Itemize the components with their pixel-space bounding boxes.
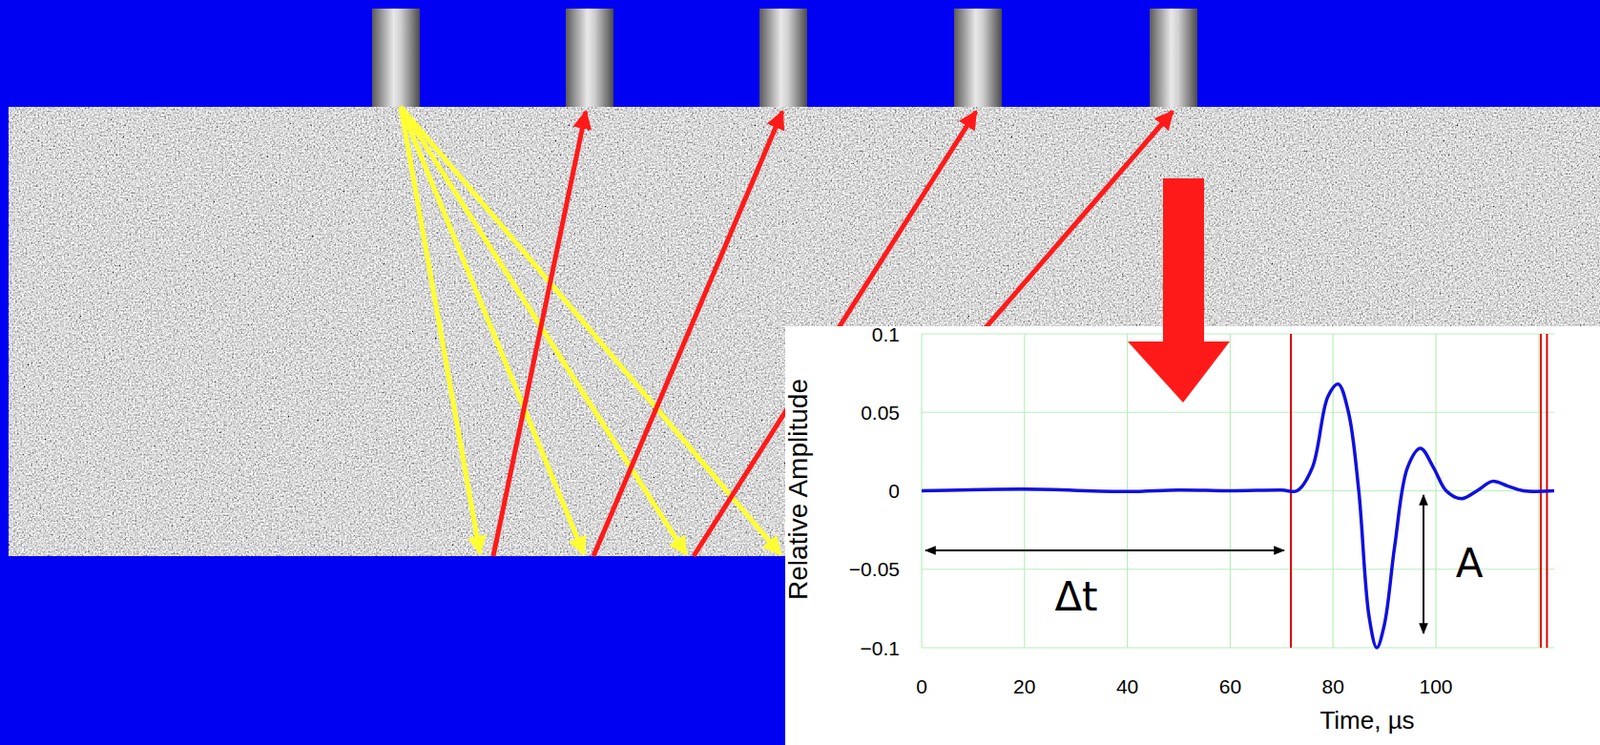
tick-label: 20: [1013, 676, 1036, 697]
delta-t-arrow: [925, 549, 1285, 552]
transducers: [372, 8, 1198, 107]
signal-trace: [921, 384, 1555, 648]
transducer: [954, 8, 1002, 107]
tick-label: 40: [1116, 676, 1139, 697]
tick-label: 80: [1322, 676, 1345, 697]
tick-label: 0.1: [872, 324, 900, 345]
transducer: [565, 8, 614, 107]
chart-grid: [921, 333, 1555, 648]
amplitude-label: A: [1455, 543, 1484, 584]
axis-title: Relative Amplitude: [785, 378, 812, 601]
delta-t-label: Δt: [1054, 577, 1098, 618]
tick-label: 0: [915, 676, 928, 697]
tick-label: −0.1: [860, 638, 900, 659]
amplitude-arrow: [1422, 495, 1425, 634]
transducer: [759, 8, 808, 107]
axis-title: Time, µs: [1319, 707, 1414, 733]
transducer: [372, 8, 420, 107]
waveform: [921, 384, 1555, 648]
tick-label: 0: [888, 480, 900, 501]
tick-label: −0.05: [849, 559, 900, 580]
tick-label: 100: [1418, 676, 1453, 697]
transducer: [1149, 8, 1198, 107]
tick-label: 0.05: [860, 402, 900, 423]
red-down-arrow: [1127, 178, 1230, 403]
tick-label: 60: [1219, 676, 1242, 697]
